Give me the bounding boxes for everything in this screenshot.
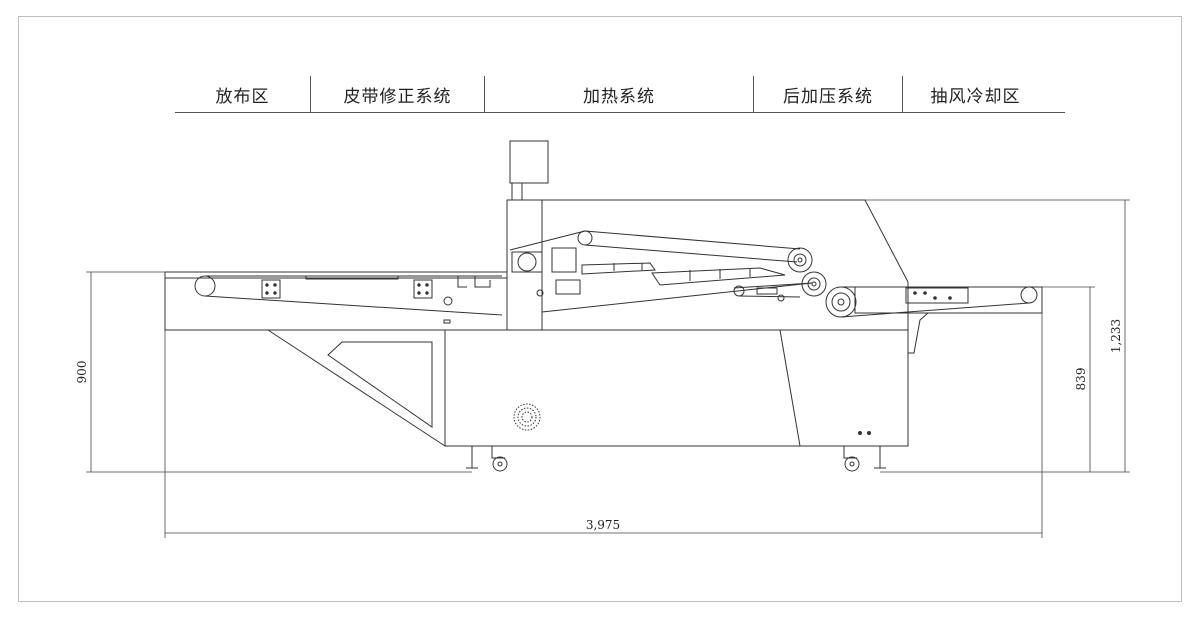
control-box: [509, 140, 549, 184]
belt-upper: [584, 230, 801, 250]
heat-plate: [651, 267, 786, 286]
section-label: 加热系统: [583, 86, 655, 107]
dim-total-length: 3,975: [586, 518, 620, 532]
section-baseline: [175, 112, 1065, 113]
press-roller-upper: [787, 247, 813, 273]
outfeed-roller: [1020, 286, 1038, 304]
cooling-roller: [825, 286, 857, 318]
infeed-table: [164, 271, 508, 331]
heating-housing: [509, 199, 909, 331]
section-post-pressing: 后加压系统: [754, 76, 902, 112]
outfeed-support: [907, 312, 929, 354]
section-label: 抽风冷却区: [930, 86, 1021, 107]
drawing-frame: [18, 16, 1182, 602]
infeed-roller: [194, 275, 216, 297]
vent-grill: [513, 403, 541, 431]
belt-lower: [541, 282, 813, 313]
panel-seam: [779, 329, 801, 447]
vent-grill: [521, 411, 533, 423]
mount-plate: [261, 279, 281, 299]
infeed-plate: [305, 275, 399, 280]
drive-unit: [551, 247, 577, 273]
dim-total-height: 1,233: [1109, 319, 1123, 353]
cooling-section: [825, 282, 1043, 446]
column-roller-housing: [511, 251, 543, 273]
dim-table-height: 839: [1074, 368, 1088, 391]
bracket: [474, 276, 491, 288]
feet-and-casters: [466, 446, 886, 472]
section-divider: [484, 76, 485, 112]
section-belt-correction: 皮带修正系统: [311, 76, 484, 112]
cabinet-window: [327, 341, 433, 428]
pressing-rollers: [733, 247, 827, 302]
support-strut: [267, 329, 446, 447]
dim-left-height: 900: [75, 361, 89, 384]
adjust-knob: [443, 296, 453, 306]
belt-inner: [584, 244, 798, 263]
caster-wheel: [492, 456, 508, 472]
section-heating: 加热系统: [485, 76, 753, 112]
tension-roller: [577, 230, 593, 246]
heating-hood: [541, 199, 909, 283]
control-box-stem: [511, 182, 523, 201]
lower-cabinet: [267, 329, 909, 447]
infeed-section: [164, 271, 508, 331]
heat-plate: [581, 262, 656, 275]
section-label: 放布区: [215, 86, 270, 107]
outfeed-bracket: [905, 287, 969, 304]
cabinet-body: [444, 329, 909, 447]
infeed-belt-bottom: [204, 295, 503, 316]
section-label: 后加压系统: [783, 86, 873, 107]
section-divider: [902, 76, 903, 112]
vent-grill: [517, 407, 537, 427]
belt-upper: [509, 230, 586, 251]
caster-wheel: [844, 456, 860, 472]
bracket: [457, 276, 467, 288]
section-fabric-feeding: 放布区: [175, 76, 310, 112]
section-label: 皮带修正系统: [343, 86, 452, 107]
section-exhaust-cooling: 抽风冷却区: [903, 76, 1048, 112]
dimension-lines: [86, 199, 1130, 538]
small-fitting: [443, 319, 451, 324]
section-divider: [310, 76, 311, 112]
section-divider: [753, 76, 754, 112]
mount-plate: [413, 279, 433, 299]
drive-unit: [555, 279, 581, 295]
column-roller: [517, 252, 537, 272]
section-header: 放布区 皮带修正系统 加热系统 后加压系统 抽风冷却区: [175, 76, 1065, 113]
